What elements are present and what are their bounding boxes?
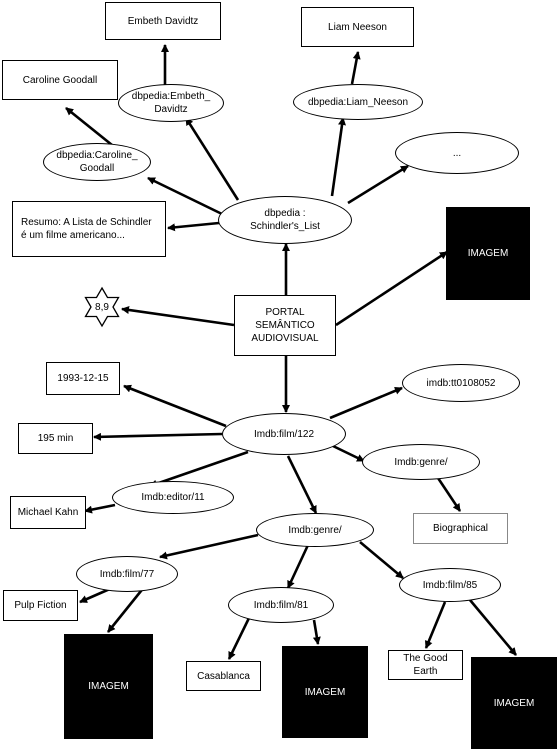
node-imdb-film-81: Imdb:film/81 bbox=[228, 587, 334, 623]
node-embeth-davidtz: Embeth Davidtz bbox=[105, 2, 221, 40]
node-liam-neeson: Liam Neeson bbox=[301, 7, 414, 47]
node-dbpedia-schindler: dbpedia : Schindler's_List bbox=[218, 196, 352, 244]
edge-genre2-film81 bbox=[286, 544, 310, 589]
node-portal: PORTAL SEMÂNTICO AUDIOVISUAL bbox=[234, 295, 336, 356]
edge-genre2-film77 bbox=[159, 533, 259, 560]
edge-schindler-embeth bbox=[184, 117, 240, 201]
node-rating-star: 8,9 bbox=[81, 286, 123, 328]
node-caroline-goodall: Caroline Goodall bbox=[2, 60, 118, 100]
node-resumo: Resumo: A Lista de Schindler é um filme … bbox=[12, 201, 166, 257]
edge-dbpcaroline-caroline bbox=[65, 106, 113, 147]
star-icon bbox=[84, 286, 120, 328]
edge-film122-date bbox=[123, 384, 227, 428]
edge-editor-kahn bbox=[84, 503, 116, 514]
edge-film85-goodearth bbox=[424, 601, 447, 649]
node-imdb-film-85: Imdb:film/85 bbox=[399, 568, 501, 602]
node-duration: 195 min bbox=[18, 423, 93, 454]
edge-film85-imagem bbox=[469, 599, 517, 656]
edge-film81-casablanca bbox=[227, 617, 251, 660]
node-biographical: Biographical bbox=[413, 513, 508, 544]
node-imagem-81: IMAGEM bbox=[282, 646, 368, 738]
node-dbpedia-caroline: dbpedia:Caroline_ Goodall bbox=[43, 143, 151, 181]
edge-schindler-caroline bbox=[147, 176, 223, 216]
edge-schindler-resumo bbox=[167, 221, 220, 232]
node-imdb-genre-1: Imdb:genre/ bbox=[362, 444, 480, 480]
node-dbpedia-liam: dbpedia:Liam_Neeson bbox=[293, 84, 423, 120]
edge-film122-genre2 bbox=[286, 455, 318, 514]
edge-film81-imagem bbox=[312, 619, 321, 645]
node-imdb-film-122: Imdb:film/122 bbox=[222, 413, 346, 455]
node-imdb-genre-2: Imdb:genre/ bbox=[256, 513, 374, 547]
node-casablanca: Casablanca bbox=[186, 661, 261, 691]
node-imdb-editor: Imdb:editor/11 bbox=[112, 481, 234, 514]
edge-film122-duration bbox=[93, 432, 223, 441]
node-imdb-tt: imdb:tt0108052 bbox=[402, 364, 520, 402]
edge-schindler-ellipsis bbox=[347, 164, 409, 205]
edge-film122-imdbtt bbox=[329, 386, 403, 420]
edge-portal-rating bbox=[121, 306, 235, 327]
node-dbpedia-embeth: dbpedia:Embeth_ Davidtz bbox=[118, 84, 224, 122]
node-date: 1993-12-15 bbox=[46, 362, 120, 395]
node-imdb-film-77: Imdb:film/77 bbox=[76, 556, 178, 592]
node-imagem-top: IMAGEM bbox=[446, 207, 530, 300]
node-imagem-85: IMAGEM bbox=[471, 657, 557, 749]
node-imagem-77: IMAGEM bbox=[64, 634, 153, 739]
node-michael-kahn: Michael Kahn bbox=[10, 496, 86, 529]
edge-genre2-film85 bbox=[359, 541, 404, 579]
edge-genre1-biographical bbox=[436, 477, 462, 512]
edge-dbpliam-liam bbox=[350, 51, 361, 85]
edge-schindler-liam bbox=[330, 117, 346, 197]
edge-portal-imagem bbox=[335, 250, 448, 327]
node-good-earth: The Good Earth bbox=[388, 650, 463, 680]
node-pulp-fiction: Pulp Fiction bbox=[3, 590, 78, 621]
node-ellipsis: ... bbox=[395, 132, 519, 174]
rating-value: 8,9 bbox=[95, 301, 109, 313]
edge-film77-imagem bbox=[106, 585, 147, 633]
edge-film122-genre1 bbox=[332, 444, 365, 463]
